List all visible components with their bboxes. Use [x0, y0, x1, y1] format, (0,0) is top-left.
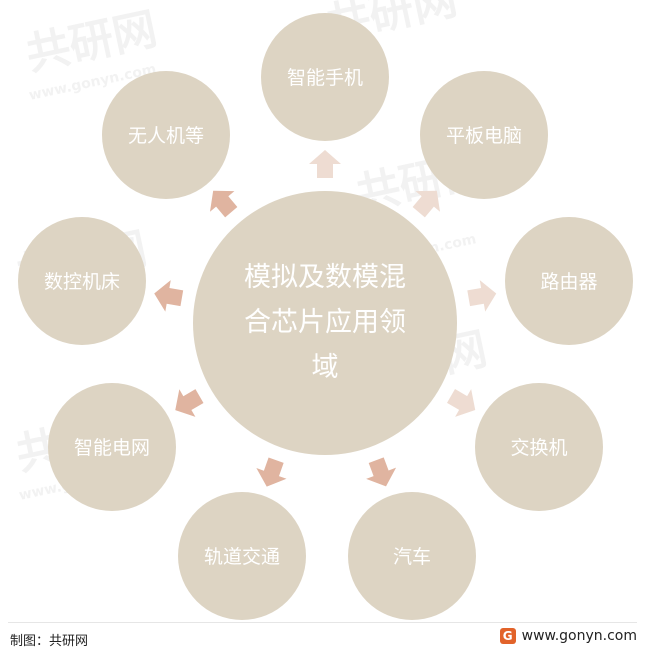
node-0: 智能手机: [261, 13, 389, 141]
node-label: 路由器: [540, 271, 597, 293]
node-4: 汽车: [348, 492, 476, 620]
node-label: 数控机床: [44, 271, 120, 293]
node-label: 智能电网: [74, 437, 150, 459]
arrow-7: [154, 280, 184, 312]
node-2: 路由器: [505, 217, 633, 345]
node-8: 无人机等: [102, 71, 230, 199]
center-label-line-1: 模拟及数模混: [244, 262, 406, 293]
node-label: 轨道交通: [204, 546, 280, 568]
arrow-6: [175, 389, 204, 417]
center-circle: [193, 191, 457, 455]
node-label: 交换机: [510, 437, 567, 459]
node-circle: [102, 71, 230, 199]
node-circle: [420, 71, 548, 199]
arrow-4: [366, 457, 397, 487]
node-label: 汽车: [393, 546, 431, 568]
node-3: 交换机: [475, 383, 603, 511]
node-label: 无人机等: [128, 125, 204, 147]
gonyn-logo-icon: G: [499, 628, 516, 644]
center-label-line-2: 合芯片应用领: [244, 307, 406, 338]
arrow-layer: [154, 150, 497, 487]
center-node: 模拟及数模混 合芯片应用领 域: [193, 191, 457, 455]
node-circle: [475, 383, 603, 511]
arrow-1: [412, 190, 441, 218]
node-label: 平板电脑: [446, 125, 522, 147]
site-url: www.gonyn.com: [521, 628, 637, 644]
node-circle: [348, 492, 476, 620]
node-circle: [261, 13, 389, 141]
arrow-2: [467, 280, 497, 312]
arrow-8: [209, 190, 238, 218]
source-label: 制图：共研网: [10, 634, 89, 649]
node-1: 平板电脑: [420, 71, 548, 199]
center-label-line-3: 域: [312, 352, 339, 383]
node-circle: [178, 492, 306, 620]
arrow-0: [309, 150, 341, 178]
diagram: 共研网 共研网 共研网 共研网 共研网 共研网 www.gonyn.com ww…: [12, 0, 633, 620]
node-circle: [48, 383, 176, 511]
node-circle: [18, 217, 146, 345]
node-7: 数控机床: [18, 217, 146, 345]
node-label: 智能手机: [287, 67, 363, 89]
arrow-5: [256, 457, 287, 487]
node-5: 轨道交通: [178, 492, 306, 620]
site-link[interactable]: G www.gonyn.com: [499, 628, 637, 644]
arrow-3: [447, 389, 476, 417]
node-6: 智能电网: [48, 383, 176, 511]
footer-divider: [8, 622, 637, 623]
footer: 制图：共研网 G www.gonyn.com: [0, 622, 645, 655]
node-circle: [505, 217, 633, 345]
